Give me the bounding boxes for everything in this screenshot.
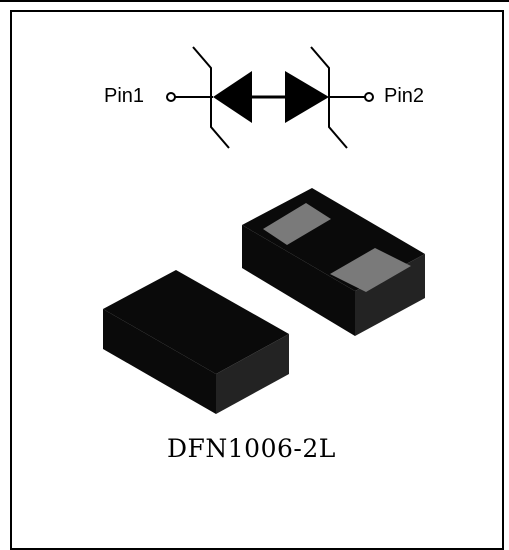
pin1-label: Pin1 <box>104 85 145 107</box>
tvs-diode-symbol <box>166 46 374 149</box>
pin2-terminal <box>364 92 374 102</box>
package-top-face <box>103 270 289 374</box>
pad-2 <box>330 248 411 292</box>
package-pad-view <box>242 188 425 336</box>
left-cathode-bar <box>192 46 230 149</box>
right-cathode-bar <box>310 46 348 149</box>
left-diode-triangle <box>213 71 252 123</box>
pad-1 <box>263 203 331 245</box>
pin2-label: Pin2 <box>384 85 425 107</box>
package-right-face <box>355 254 425 336</box>
package-bottom-view <box>103 270 289 414</box>
pin1-terminal <box>166 92 176 102</box>
package-name-label: DFN1006-2L <box>167 434 336 463</box>
package-left-face <box>103 309 216 414</box>
package-left-face <box>242 225 355 336</box>
right-diode-triangle <box>285 71 329 123</box>
package-right-face <box>216 334 289 414</box>
schematic-and-package <box>103 46 425 414</box>
top-edge <box>0 0 509 2</box>
